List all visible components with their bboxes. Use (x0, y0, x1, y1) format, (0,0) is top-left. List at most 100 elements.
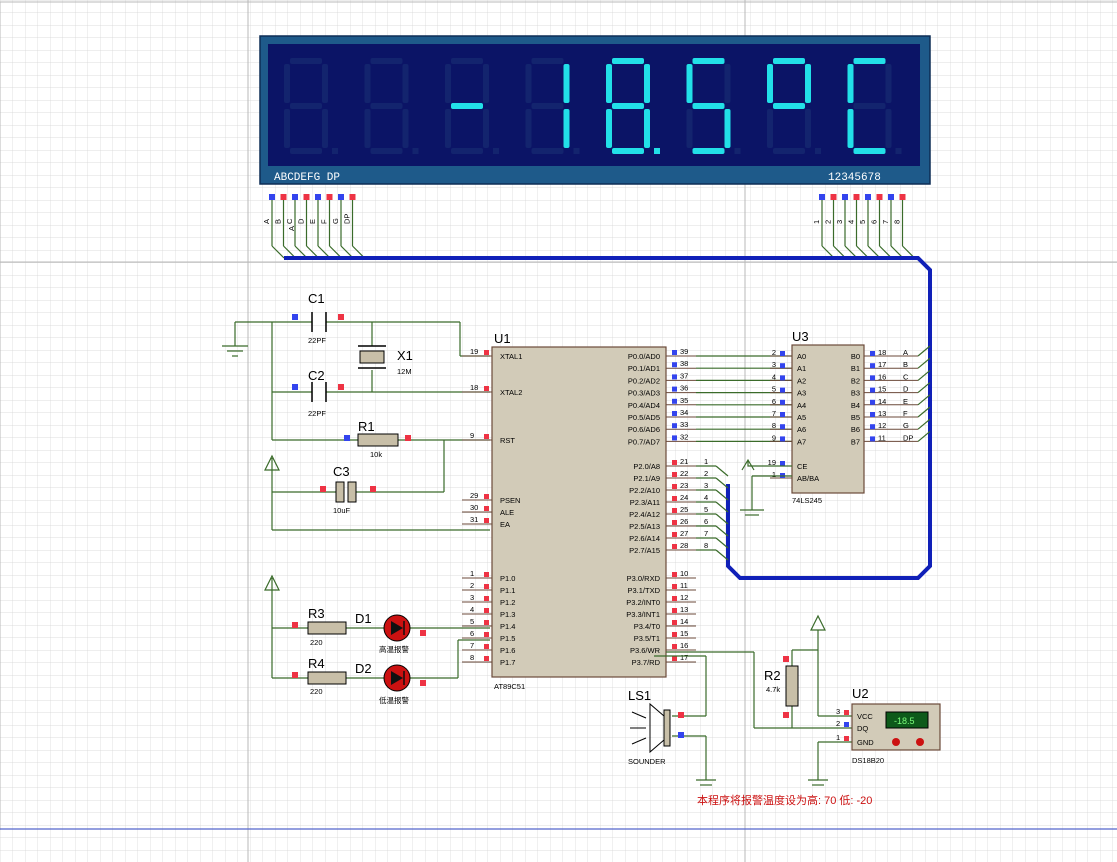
pin-marker (672, 374, 677, 380)
u1-pin-number: 31 (470, 515, 478, 524)
u1-pin-number: 11 (680, 581, 688, 590)
u2-part: DS18B20 (852, 756, 884, 765)
pin-marker (870, 412, 875, 417)
capacitor-c3 (335, 481, 357, 503)
u3-pin-number: 1 (772, 470, 776, 479)
pin-marker (484, 608, 489, 613)
segment-dp (895, 148, 902, 154)
u3-body (791, 344, 865, 494)
segment-f (525, 64, 532, 103)
segment-c (402, 109, 409, 148)
pin-marker (320, 486, 326, 492)
u3-pin-number: 2 (772, 348, 776, 357)
u1-pin-name: P2.6/A14 (629, 534, 660, 543)
display-digit-pin-label: 6 (870, 220, 879, 224)
pin-marker (672, 584, 677, 589)
u3-ref: U3 (792, 329, 809, 344)
u3-pin-name: B5 (851, 413, 860, 422)
u3-pin-name: AB/BA (797, 474, 819, 483)
pin-marker (344, 435, 350, 441)
pin-marker (484, 434, 489, 439)
segment-a (531, 58, 564, 64)
segment-dp (412, 148, 419, 154)
u1-pin-number: 5 (470, 617, 474, 626)
pin-marker (870, 424, 875, 430)
display-digit-pin-label: 5 (858, 220, 867, 224)
u3-pin-name: A7 (797, 437, 806, 446)
d1-ref: D1 (355, 611, 372, 626)
u3-net-label: A (903, 348, 908, 357)
segment-g (612, 103, 644, 109)
segment-d (853, 148, 886, 154)
u1-pin-name: P1.3 (500, 610, 515, 619)
pin-marker (370, 486, 376, 492)
resistor-r3 (307, 621, 347, 635)
u1-pin-name: P2.2/A10 (629, 486, 660, 495)
crystal-x1 (358, 345, 386, 369)
pin-marker (484, 494, 489, 499)
u1-pin-name: P1.7 (500, 658, 515, 667)
r2-ref: R2 (764, 668, 781, 683)
pin-marker (783, 712, 789, 718)
u1-pin-number: 26 (680, 517, 688, 526)
led-d1 (383, 614, 411, 642)
u3-pin-name: A0 (797, 352, 806, 361)
u3-pin-name: B7 (851, 437, 860, 446)
u3-net-label: F (903, 409, 908, 418)
segment-d (692, 148, 725, 154)
u3-bus-wire (917, 394, 931, 406)
u1-pin-number: 14 (680, 617, 688, 626)
segment-a (451, 58, 483, 64)
pin-marker (865, 194, 871, 200)
c2-ref: C2 (308, 368, 325, 383)
pin-marker (780, 351, 785, 356)
segment-a (692, 58, 725, 64)
pin-marker (484, 572, 489, 577)
segment-d (773, 148, 805, 154)
r1-ref: R1 (358, 419, 375, 434)
segment-c (483, 109, 489, 148)
pin-marker (780, 363, 785, 369)
u3-bus-wire (917, 345, 931, 357)
d2-value: 低温报警 (379, 695, 409, 705)
u1-pin-name: XTAL1 (500, 352, 522, 361)
u3-net-label: B (903, 360, 908, 369)
pin-marker (672, 656, 677, 661)
pin-marker (484, 386, 489, 391)
u3-pin-number: 5 (772, 385, 776, 394)
u2-pin-number: 3 (836, 707, 840, 716)
display-segment-label: ABCDEFG DP (274, 172, 340, 184)
pin-marker (292, 672, 298, 678)
pin-marker (819, 194, 825, 200)
u3-pin-number: 8 (772, 421, 776, 430)
u2-button (916, 738, 924, 746)
segment-dp (815, 148, 821, 154)
segment-g (692, 103, 725, 109)
seven-segment-display: ABCDEFG DP 12345678 A (259, 35, 931, 231)
pin-marker (870, 363, 875, 369)
segment-c (644, 109, 650, 148)
led-circuit (271, 590, 490, 679)
pin-marker (870, 387, 875, 393)
p2-wire-label: 4 (704, 493, 708, 502)
segment-e (686, 109, 693, 148)
segment-e (364, 109, 371, 148)
digit-5 (606, 58, 660, 154)
u1-pin-name: P0.5/AD5 (628, 413, 660, 422)
segment-a (773, 58, 805, 64)
segment-g (853, 103, 886, 109)
pin-marker (349, 194, 356, 200)
u3-pin-name: A3 (797, 389, 806, 398)
display-segment-pin-label: C (285, 218, 294, 224)
segment-dp (654, 148, 660, 154)
capacitor-c2 (311, 382, 327, 402)
segment-b (805, 64, 811, 103)
pin-marker (420, 680, 426, 686)
u1-pin-number: 22 (680, 469, 688, 478)
x1-value: 12M (397, 367, 412, 376)
pin-marker (315, 194, 321, 200)
segment-f (767, 64, 773, 103)
pin-marker (484, 506, 489, 511)
